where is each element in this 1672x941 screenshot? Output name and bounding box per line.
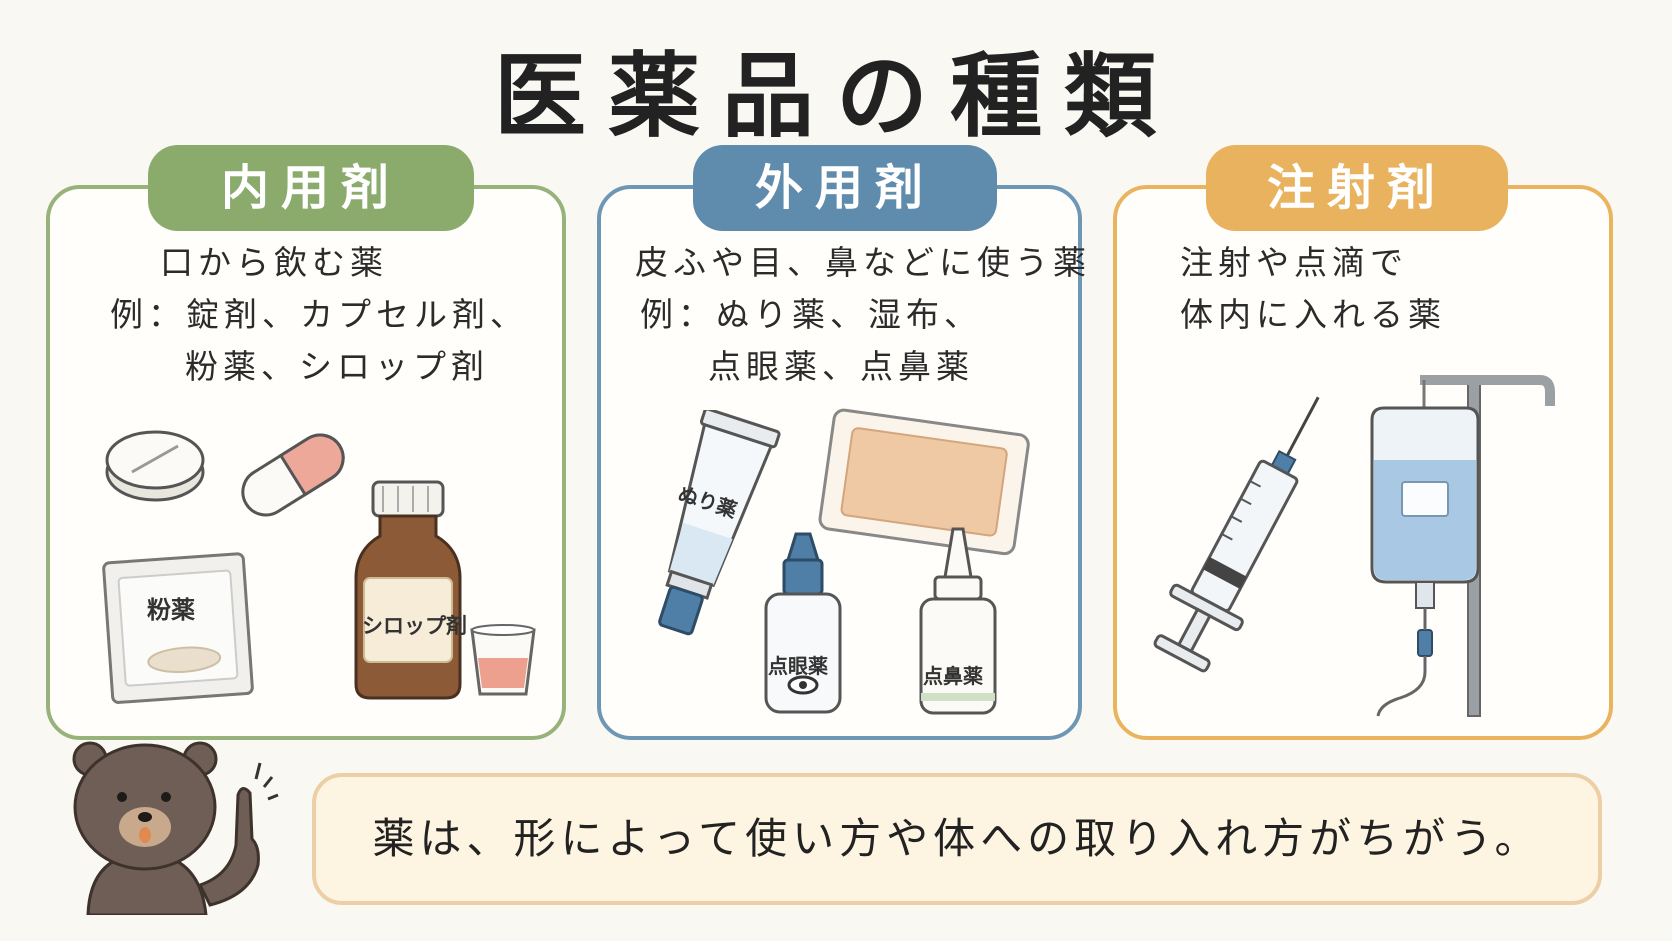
syrup-bottle-icon — [354, 480, 462, 700]
powder-packet-icon — [102, 552, 254, 704]
ointment-tube-icon — [658, 410, 781, 636]
iv-drip-icon — [1370, 375, 1555, 717]
panel-external-example-2: 点眼薬、点鼻薬 — [708, 347, 974, 386]
eyedrop-bottle-label: 点眼薬 — [768, 654, 828, 678]
syringe-icon — [1153, 396, 1320, 673]
panel-external-label: 外用剤 — [693, 145, 997, 231]
tablet-icon — [105, 430, 205, 502]
message-box — [312, 773, 1602, 905]
panel-external-example-1: 例：ぬり薬、湿布、 — [640, 295, 982, 334]
capsule-icon — [241, 433, 345, 517]
powder-packet-label: 粉薬 — [147, 596, 195, 624]
page-title: 医薬品の種類 — [493, 43, 1178, 150]
poultice-icon — [818, 408, 1030, 556]
panel-internal-example-1: 例：錠剤、カプセル剤、 — [110, 295, 528, 334]
panel-internal-description: 口から飲む薬 — [160, 243, 388, 282]
eyedrop-bottle-icon — [764, 532, 842, 714]
panel-injection-description-2: 体内に入れる薬 — [1180, 295, 1446, 334]
message-text: 薬は、形によって使い方や体への取り入れ方がちがう。 — [372, 814, 1542, 863]
syrup-bottle-label: シロップ剤 — [362, 614, 467, 638]
panel-injection-description: 注射や点滴で — [1180, 243, 1408, 282]
nasal-spray-icon — [919, 527, 997, 715]
panel-injection — [1113, 185, 1613, 740]
panel-internal-label: 内用剤 — [148, 145, 474, 231]
nasal-spray-label: 点鼻薬 — [923, 664, 983, 688]
panel-injection-label: 注射剤 — [1206, 145, 1508, 231]
panel-external-description: 皮ふや目、鼻などに使う薬 — [635, 243, 1091, 282]
panel-internal-example-2: 粉薬、シロップ剤 — [185, 347, 489, 386]
measuring-cup-icon — [470, 624, 536, 696]
bear-mascot-icon — [72, 741, 279, 915]
